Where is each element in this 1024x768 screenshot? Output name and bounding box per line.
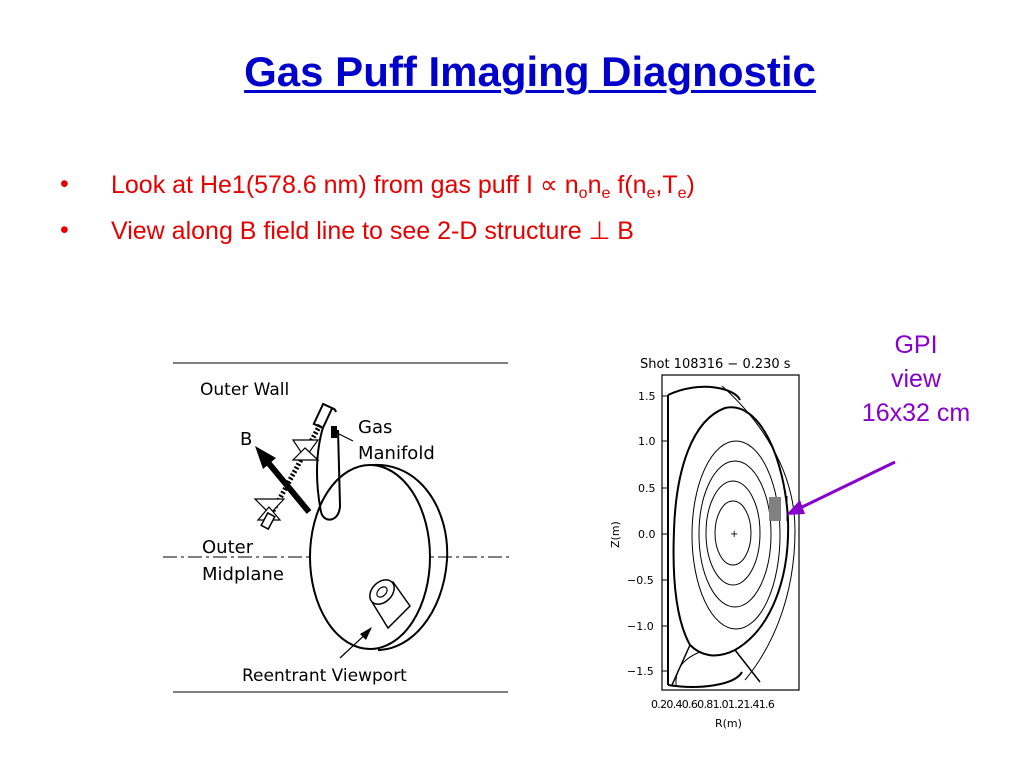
cone-icon xyxy=(291,439,320,461)
flux-surface xyxy=(691,440,781,630)
plot-frame xyxy=(661,374,800,691)
y-tick-label: 0.5 xyxy=(638,482,656,495)
flux-surface xyxy=(714,500,752,566)
reentrant-viewport-label: Reentrant Viewport xyxy=(242,666,407,686)
subscript: e xyxy=(677,185,687,202)
bullet-marker: • xyxy=(60,216,69,244)
axis-marker: + xyxy=(730,529,738,540)
divertor-leg xyxy=(675,651,701,687)
subscript: e xyxy=(601,185,611,202)
vessel-back-edge xyxy=(371,463,449,651)
x-axis-label: R(m) xyxy=(715,717,742,730)
viewport-pointer-head xyxy=(360,627,372,640)
y-tick-label: −0.5 xyxy=(627,574,654,587)
outer-wall-label: Outer Wall xyxy=(200,380,289,400)
bullet-marker: • xyxy=(60,170,69,198)
text-run: n xyxy=(587,171,602,199)
y-tick-label: 0.0 xyxy=(638,528,656,541)
y-tick-label: −1.5 xyxy=(627,665,654,678)
text-run: View along B field line to see 2-D struc… xyxy=(111,217,589,245)
b-field-arrow-head xyxy=(255,446,276,469)
separatrix xyxy=(672,406,790,657)
text-run: B xyxy=(610,217,634,245)
gas-manifold-tube xyxy=(320,429,342,521)
proportional-symbol: ∝ xyxy=(539,171,558,199)
flux-surface xyxy=(698,460,772,608)
bullet-text: View along B field line to see 2-D struc… xyxy=(111,216,634,246)
text-run: n xyxy=(557,171,579,199)
manifold-nozzle xyxy=(331,426,337,438)
text-run: ,T xyxy=(655,171,678,199)
gpi-view-box xyxy=(769,497,781,521)
gpi-arrow-head xyxy=(786,500,805,515)
y-axis-label: Z(m) xyxy=(609,521,622,548)
flux-surface xyxy=(705,480,761,586)
y-tick-label: 1.0 xyxy=(638,435,656,448)
divertor-leg xyxy=(671,644,761,686)
text-run: Look at He1(578.6 nm) from gas puff I xyxy=(111,171,540,199)
x-tick-labels: 0.20.40.60.81.01.21.41.6 xyxy=(651,698,775,711)
y-ticks: 1.5 1.0 0.5 0.0 −0.5 −1.0 −1.5 xyxy=(627,390,656,678)
manifold-label: Manifold xyxy=(358,443,435,464)
gpi-label-line: view xyxy=(890,365,941,393)
viewport-icon xyxy=(369,579,411,630)
perpendicular-symbol: ⊥ xyxy=(588,217,611,245)
gas-label: Gas xyxy=(358,417,392,438)
y-tick-label: 1.5 xyxy=(638,390,656,403)
midplane-label: Midplane xyxy=(202,564,284,585)
y-tick-label: −1.0 xyxy=(627,620,654,633)
vessel-wall xyxy=(667,385,743,688)
text-run: ) xyxy=(686,171,695,199)
y-tick-marks xyxy=(662,395,667,672)
sight-line-end xyxy=(260,511,276,531)
b-label: B xyxy=(240,429,252,450)
bullet-text: Look at He1(578.6 nm) from gas puff I ∝ … xyxy=(111,170,695,203)
gpi-arrow xyxy=(795,460,896,512)
gpi-label-line: GPI xyxy=(894,331,938,359)
gpi-label-line: 16x32 cm xyxy=(861,399,971,427)
outer-flux-line xyxy=(721,385,796,681)
subscript: o xyxy=(578,185,588,202)
plot-title: Shot 108316 − 0.230 s xyxy=(640,357,791,372)
subscript: e xyxy=(646,185,656,202)
flux-surfaces xyxy=(667,385,796,688)
slide-title: Gas Puff Imaging Diagnostic xyxy=(244,48,816,95)
outer-label: Outer xyxy=(202,537,254,558)
gpi-view-label: GPI view 16x32 cm xyxy=(836,328,996,430)
text-run: f(n xyxy=(610,171,647,199)
manifold-pointer xyxy=(336,432,354,442)
b-field-arrow xyxy=(263,458,312,514)
